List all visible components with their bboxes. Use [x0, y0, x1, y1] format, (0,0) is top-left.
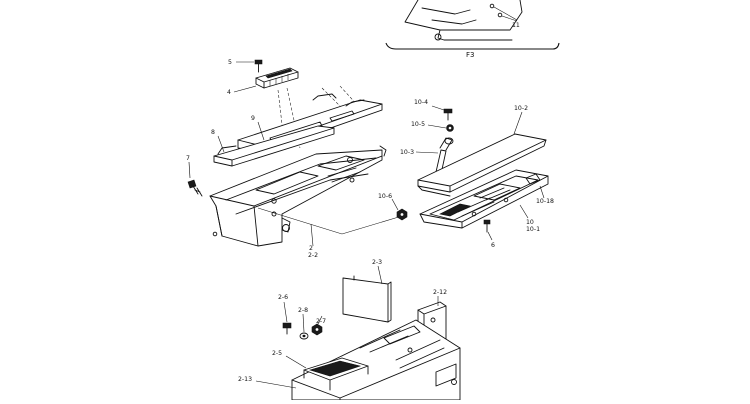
callout-f3: F3 — [466, 51, 474, 59]
callout-2-12: 2-12 — [433, 289, 447, 296]
callout-9: 9 — [251, 115, 255, 122]
callout-8: 8 — [211, 129, 215, 136]
callout-10-2: 10-2 — [514, 105, 528, 112]
f3-assembly-fragment — [404, 0, 523, 41]
callout-2-3: 2-3 — [372, 259, 382, 266]
callout-10-4: 10-4 — [414, 99, 428, 106]
callout-4: 4 — [227, 89, 231, 96]
plate-8 — [213, 125, 335, 167]
callout-10-3: 10-3 — [400, 149, 414, 156]
f3-group-bracket — [385, 42, 560, 50]
callout-2-7: 2-7 — [316, 318, 326, 325]
callout-10-5: 10-5 — [411, 121, 425, 128]
callout-10-6: 10-6 — [378, 193, 392, 200]
plate-2-3 — [342, 275, 392, 323]
lever-10-3 — [435, 137, 454, 175]
tray-2 — [209, 145, 387, 247]
tray-10 — [419, 169, 549, 229]
screw-6 — [483, 219, 491, 233]
callout-11: 11 — [512, 22, 520, 29]
callout-10: 10 — [526, 219, 534, 226]
screw-7 — [187, 179, 203, 197]
cover-10-2 — [417, 111, 547, 197]
callout-7: 7 — [186, 155, 190, 162]
screw-5 — [254, 59, 263, 73]
callout-2-5: 2-5 — [272, 350, 282, 357]
screw-10-4 — [443, 108, 453, 121]
washer-2-8 — [299, 332, 309, 340]
callout-5: 5 — [228, 59, 232, 66]
callout-10-18: 10-18 — [536, 198, 554, 205]
nut-2-7 — [311, 323, 323, 336]
screw-2-6 — [282, 322, 292, 335]
callout-10-1: 10-1 — [526, 226, 540, 233]
callout-2: 2 — [309, 245, 313, 252]
callout-2-6: 2-6 — [278, 294, 288, 301]
case-2-body — [291, 319, 461, 401]
callout-2-8: 2-8 — [298, 307, 308, 314]
washer-10-5 — [446, 124, 454, 132]
callout-6: 6 — [491, 242, 495, 249]
window-2-5 — [303, 357, 369, 391]
callout-2-13: 2-13 — [238, 376, 252, 383]
bracket-4 — [255, 67, 299, 89]
callout-2-2: 2-2 — [308, 252, 318, 259]
nut-10-6 — [396, 208, 408, 221]
